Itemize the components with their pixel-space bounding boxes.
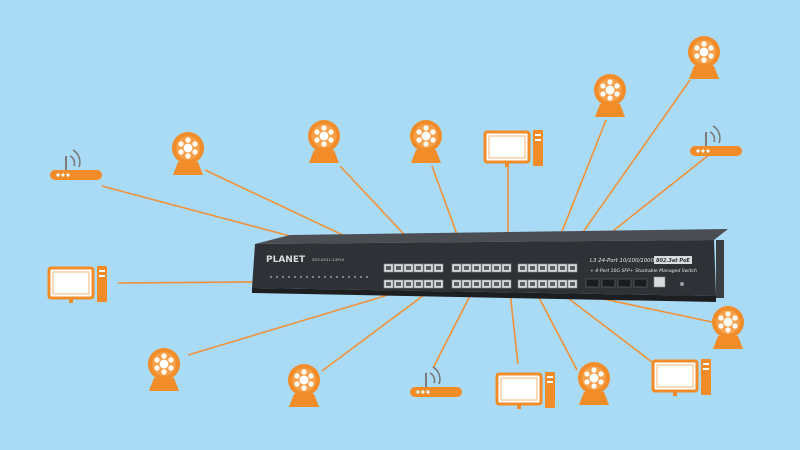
reset-button [680, 282, 684, 286]
switch-logo: PLANET SGS-6341-24P4X [266, 255, 345, 265]
link-router-bottom [432, 291, 473, 369]
switch-title-line1: L3 24-Port 10/100/1000T [590, 258, 658, 264]
camera-top-right-icon [688, 36, 720, 79]
camera-right-bottom-icon [712, 306, 744, 349]
camera-bottom-2-icon [288, 364, 320, 407]
switch-status-leds [270, 276, 368, 278]
camera-top-2-icon [308, 120, 340, 163]
router-left-top-icon [49, 149, 103, 181]
pc-bottom-right-icon [651, 357, 713, 398]
pc-bottom-icon [495, 370, 557, 411]
switch-brand: PLANET [266, 255, 306, 265]
camera-bottom-right-icon [578, 362, 610, 405]
link-camera-bottom-right [535, 291, 578, 371]
router-bottom-icon [409, 366, 463, 398]
router-right-top-icon [689, 125, 743, 157]
poe-badge-bg [654, 256, 692, 264]
link-camera-bottom-left [187, 291, 399, 356]
pc-left-icon [47, 264, 109, 305]
pc-top-icon [483, 128, 545, 169]
link-pc-bottom [509, 291, 519, 365]
link-lines [101, 79, 713, 372]
camera-top-4-icon [594, 74, 626, 117]
camera-bottom-left-icon [148, 348, 180, 391]
console-port [653, 276, 666, 288]
camera-top-3-icon [410, 120, 442, 163]
network-switch: PLANET SGS-6341-24P4X [252, 229, 728, 302]
poe-badge: 802.3at PoE [656, 258, 690, 264]
switch-title: L3 24-Port 10/100/1000T 802.3at PoE + 4-… [590, 256, 697, 274]
camera-top-1-icon [172, 132, 204, 175]
sfp-port-block [585, 278, 648, 288]
switch-title-line2: + 4-Port 10G SFP+ Stackable Managed Swit… [590, 268, 697, 274]
link-pc-bottom-right [559, 291, 653, 363]
switch-model: SGS-6341-24P4X [312, 257, 345, 262]
link-camera-bottom-2 [321, 291, 429, 372]
